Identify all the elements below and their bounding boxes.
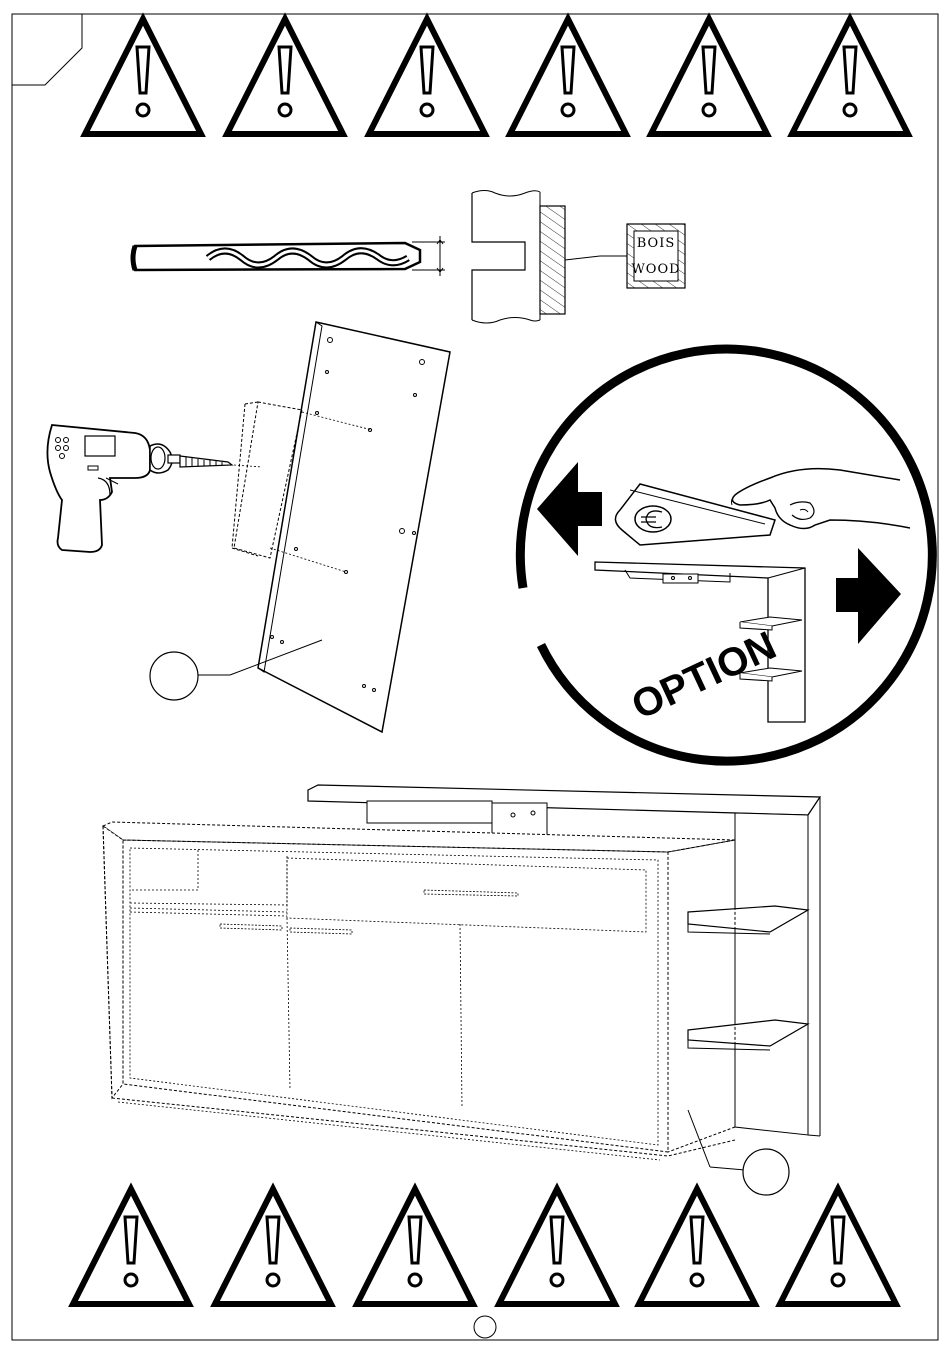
option-circle: OPTION	[520, 349, 932, 761]
warning-row-bottom	[73, 1189, 896, 1304]
warning-triangle-icon	[215, 1189, 331, 1304]
warning-triangle-icon	[73, 1189, 189, 1304]
warning-triangle-icon	[792, 19, 908, 134]
sideboard-illustration	[103, 785, 820, 1195]
material-label-bois: BOIS	[637, 236, 676, 251]
warning-triangle-icon	[510, 19, 626, 134]
warning-triangle-icon	[357, 1189, 473, 1304]
warning-triangle-icon	[85, 19, 201, 134]
page-number	[474, 1316, 496, 1338]
warning-row-top	[85, 19, 908, 134]
warning-triangle-icon	[369, 19, 485, 134]
part-reference-circle	[743, 1149, 789, 1195]
back-panel-illustration	[150, 322, 450, 732]
cordless-drill-icon	[47, 425, 262, 552]
drill-bit-icon	[133, 236, 446, 276]
warning-triangle-icon	[639, 1189, 755, 1304]
warning-triangle-icon	[499, 1189, 615, 1304]
arrow-right-icon	[836, 548, 901, 644]
arrow-left-icon	[537, 462, 602, 556]
warning-triangle-icon	[780, 1189, 896, 1304]
wall-section-detail: BOIS WOOD	[472, 191, 685, 324]
part-reference-circle	[150, 652, 198, 700]
material-label-wood: WOOD	[631, 262, 680, 277]
warning-triangle-icon	[651, 19, 767, 134]
warning-triangle-icon	[227, 19, 343, 134]
